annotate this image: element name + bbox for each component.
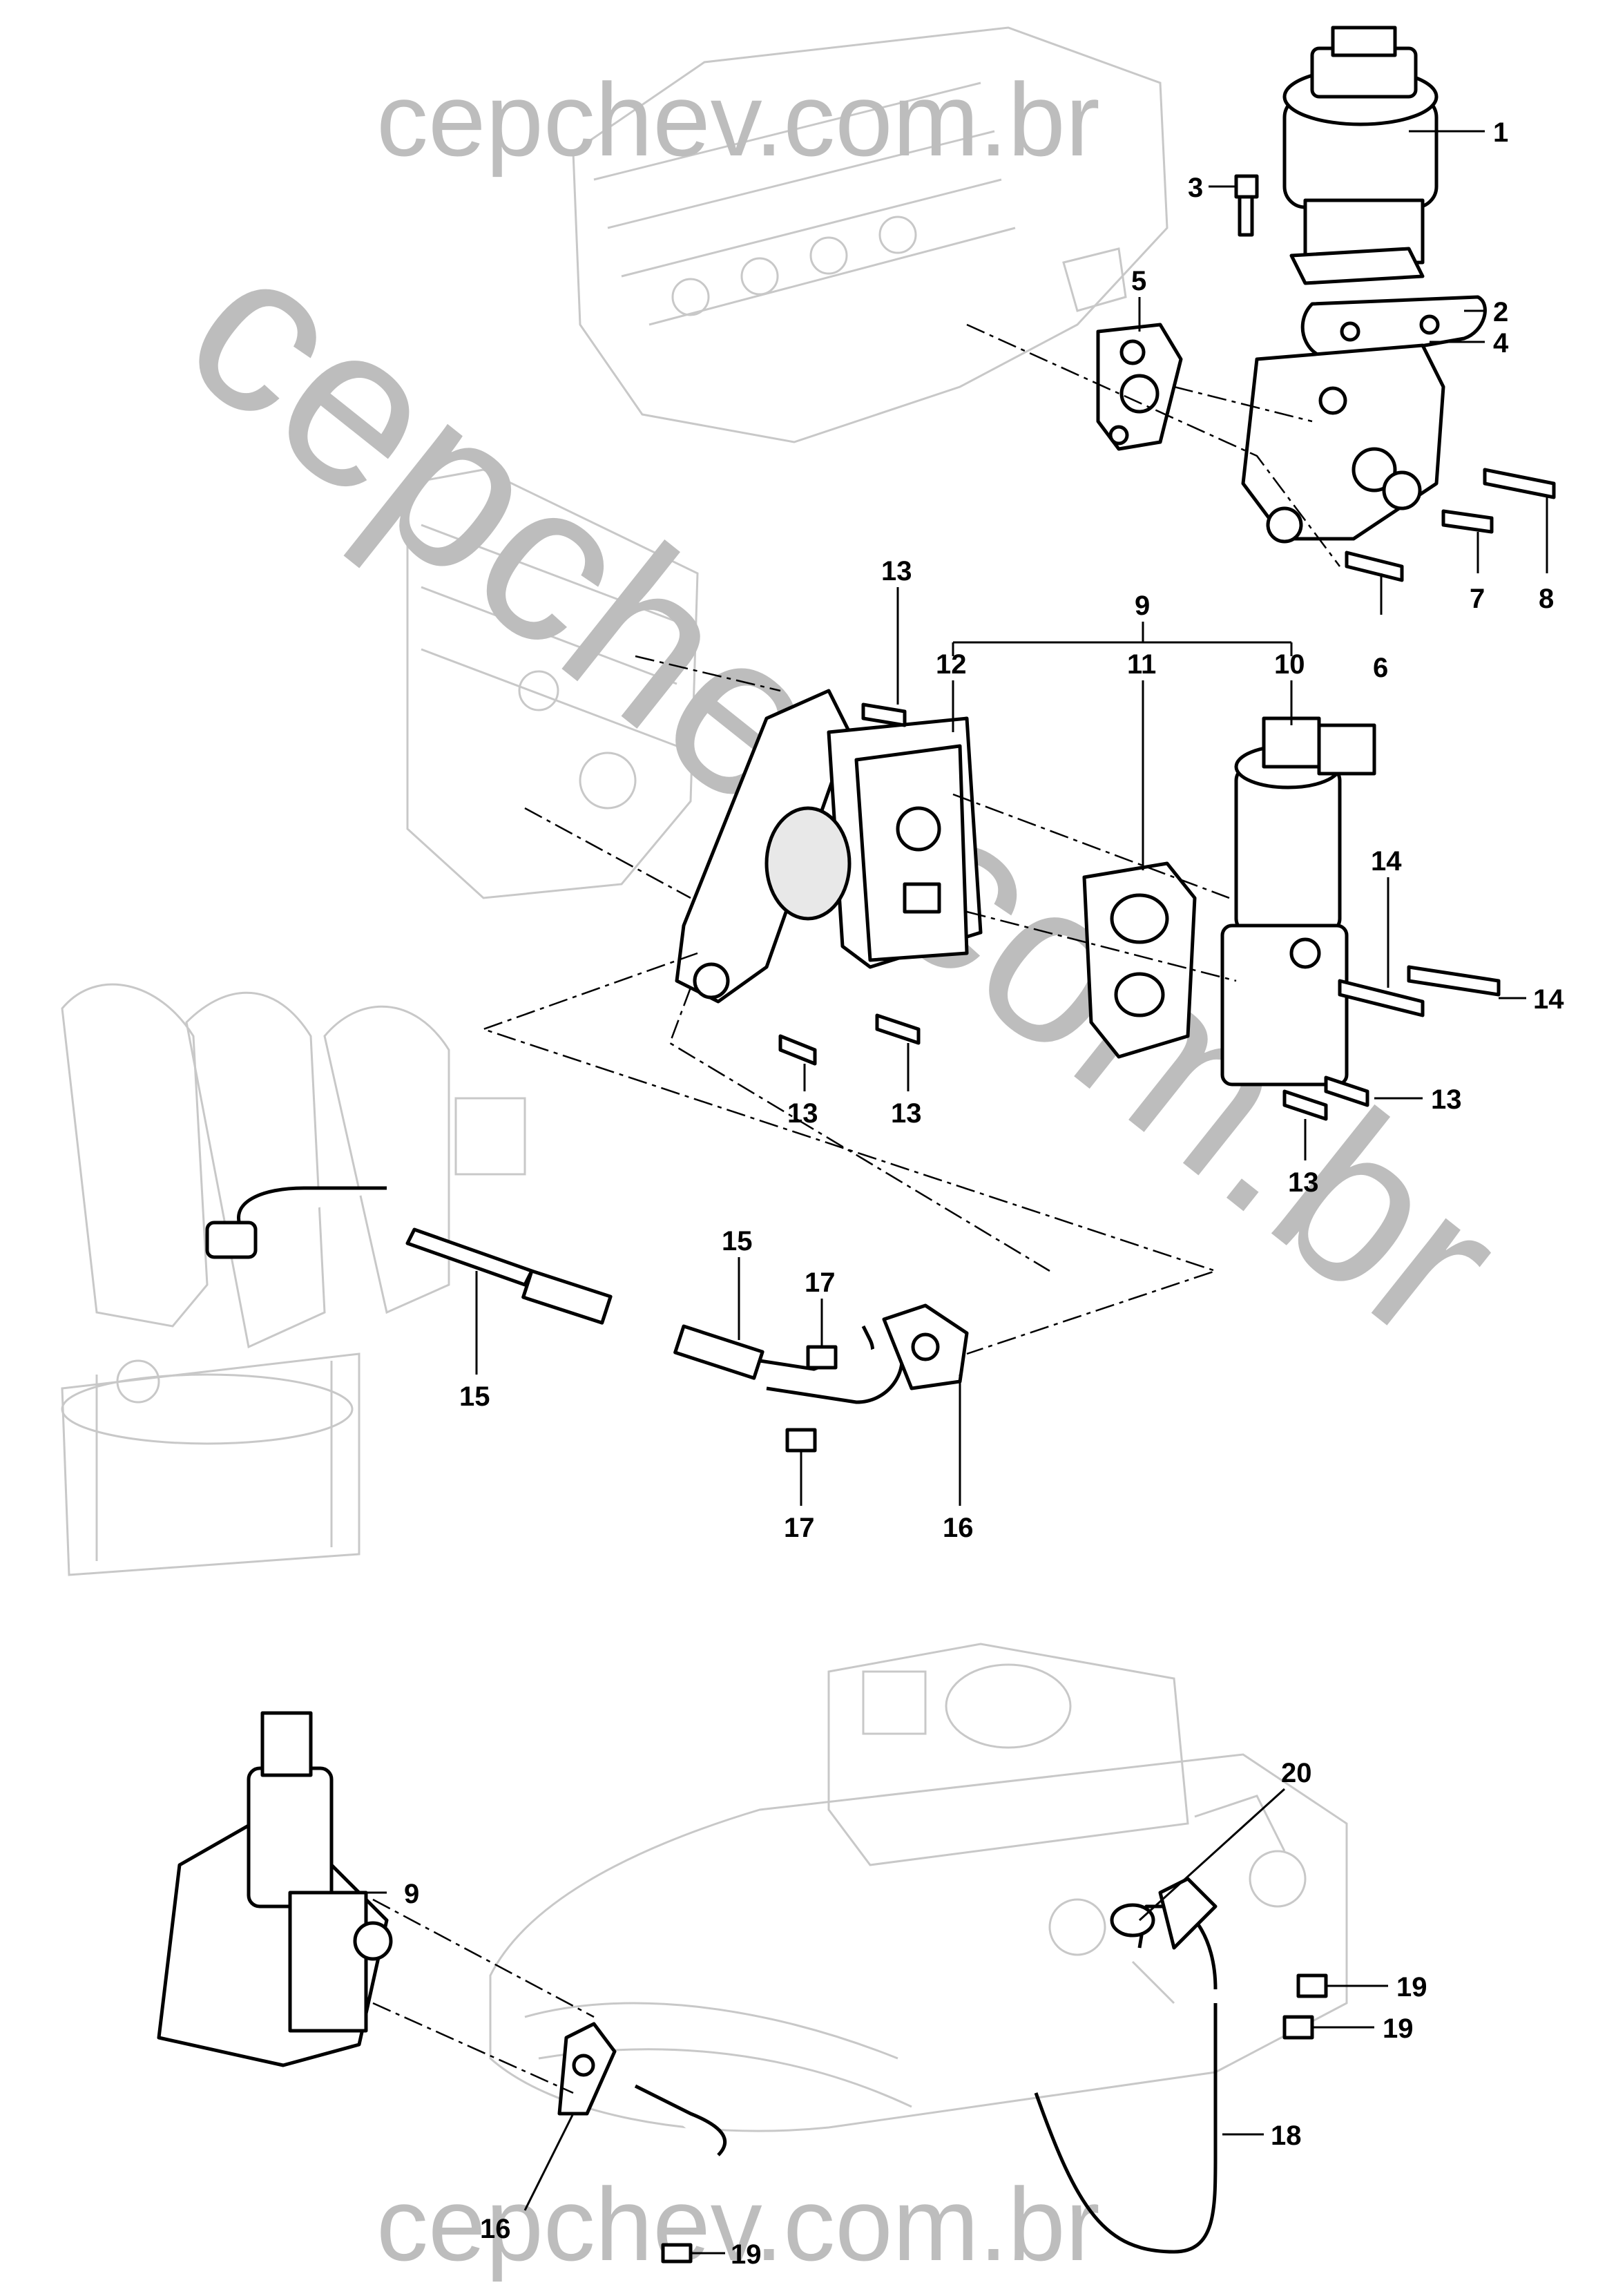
callout-15-lower: 15 [459,1381,490,1412]
ghost-exhaust-manifold [61,983,526,1576]
callout-2: 2 [1493,297,1508,327]
callout-4: 4 [1493,328,1509,358]
callout-17-upper: 17 [805,1267,836,1298]
egr-valve-assembly-9 [157,1711,393,2067]
bolt-13-top [861,702,907,727]
bolt-14-b [1407,965,1501,997]
gasket-11 [1082,861,1197,1059]
alignment-line-mid-d [966,910,1237,982]
callout-19-c: 19 [731,2239,762,2270]
bolt-19-a [1296,1973,1328,1998]
ghost-engine-block-left [406,468,699,899]
callout-17-lower: 17 [784,1513,815,1543]
callout-5: 5 [1131,266,1146,296]
callout-20: 20 [1281,1758,1312,1788]
alignment-line-mid-c [952,793,1230,899]
bolt-7 [1441,509,1494,534]
callout-14-upper: 14 [1371,846,1402,877]
seal-20 [1110,1903,1155,1938]
bolt-13-right [1324,1075,1369,1107]
callout-15-upper: 15 [722,1226,753,1256]
egr-pipe-15 [205,1186,904,1404]
gasket-16-lower [557,2022,617,2116]
callout-13-left: 13 [787,1098,818,1129]
ghost-intake-manifold [489,1643,1348,2132]
callout-1: 1 [1493,117,1508,148]
bolt-19-b [1282,2015,1314,2040]
egr-valve-10 [1220,716,1376,1087]
callout-12: 12 [936,649,967,680]
bracket-12 [675,689,983,1004]
alignment-line-top [966,323,1340,567]
callout-16-upper: 16 [943,1513,974,1543]
callout-13-mid: 13 [891,1098,922,1129]
egr-valve-top [1282,26,1439,285]
flange-16 [882,1303,969,1390]
callout-7: 7 [1470,584,1485,614]
ghost-cylinder-head-top [572,26,1168,443]
bolt-13-bottom [1282,1089,1328,1121]
watermark-bottom: cepchev.com.br [376,2166,1100,2282]
callout-3: 3 [1188,173,1203,203]
callout-6: 6 [1373,653,1388,683]
bolt-13-mid [875,1013,921,1045]
bolt-14-a [1338,979,1425,1017]
callout-11: 11 [1127,649,1156,680]
bolt-17-a [806,1345,838,1370]
callout-9-top: 9 [1135,591,1150,621]
callout-13-right: 13 [1431,1084,1462,1115]
callout-18: 18 [1271,2121,1302,2151]
egr-pipe-18 [634,1877,1218,2254]
bolt-6 [1345,551,1404,582]
callout-9-bottom: 9 [404,1879,419,1909]
callout-19-a: 19 [1396,1972,1427,2002]
gasket-5 [1096,323,1183,451]
bolt-17-b [785,1428,817,1453]
alignment-line-long-b [668,987,1050,1272]
alignment-line-lower-b [372,2002,574,2094]
callout-16-lower: 16 [480,2214,511,2244]
callout-19-b: 19 [1383,2013,1414,2044]
callout-10: 10 [1274,649,1305,680]
leader-lines [331,130,1548,2255]
bolt-8 [1483,468,1556,499]
alignment-line-lower-a [372,1898,595,2018]
bolt-13-left [778,1034,817,1066]
alignment-line-mid-b [524,807,691,899]
callout-8: 8 [1539,584,1554,614]
callout-13-bottom: 13 [1288,1167,1319,1198]
alignment-line-mid-a [635,655,781,692]
bolt-19-c [661,2243,693,2264]
adapter-4 [1241,343,1445,544]
callout-13-top: 13 [881,556,912,586]
watermark-top: cepchev.com.br [376,61,1100,178]
alignment-line-top-b [1173,385,1313,423]
callout-14-right: 14 [1533,984,1564,1015]
bolt-3 [1234,174,1259,237]
